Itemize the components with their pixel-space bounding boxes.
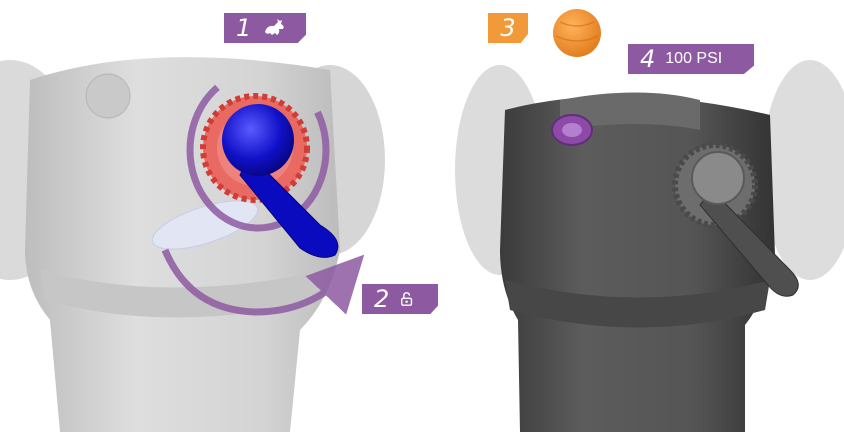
step-1-number: 1 — [236, 14, 252, 42]
step-3-tag: 3 — [488, 13, 528, 43]
purple-air-valve — [551, 114, 593, 146]
left-body-band — [40, 270, 325, 318]
step-2-number: 2 — [374, 285, 390, 313]
dark-lever — [699, 189, 799, 297]
rabbit-icon — [265, 19, 284, 35]
right-eyelet-right — [762, 60, 844, 280]
step-3-number: 3 — [500, 14, 516, 42]
dark-knob — [691, 151, 745, 205]
orange-ball-icon — [553, 9, 601, 57]
step-2-tag: 2 — [362, 284, 438, 314]
ghost-lever — [151, 200, 259, 250]
step-4-pressure-label: 100 PSI — [665, 50, 723, 67]
step-1-tag: 1 — [224, 13, 306, 43]
blue-knob — [222, 104, 294, 176]
rotation-arc-bottom — [161, 248, 365, 316]
right-body-band — [505, 280, 770, 328]
unlock-icon — [401, 292, 413, 306]
left-shock — [0, 57, 385, 432]
step-4-number: 4 — [640, 45, 656, 73]
step-4-tag: 4 100 PSI — [628, 44, 754, 74]
left-small-knob — [85, 73, 131, 119]
rotation-arc-top — [186, 68, 330, 232]
right-top-cap — [560, 92, 700, 130]
right-shock — [455, 60, 844, 432]
